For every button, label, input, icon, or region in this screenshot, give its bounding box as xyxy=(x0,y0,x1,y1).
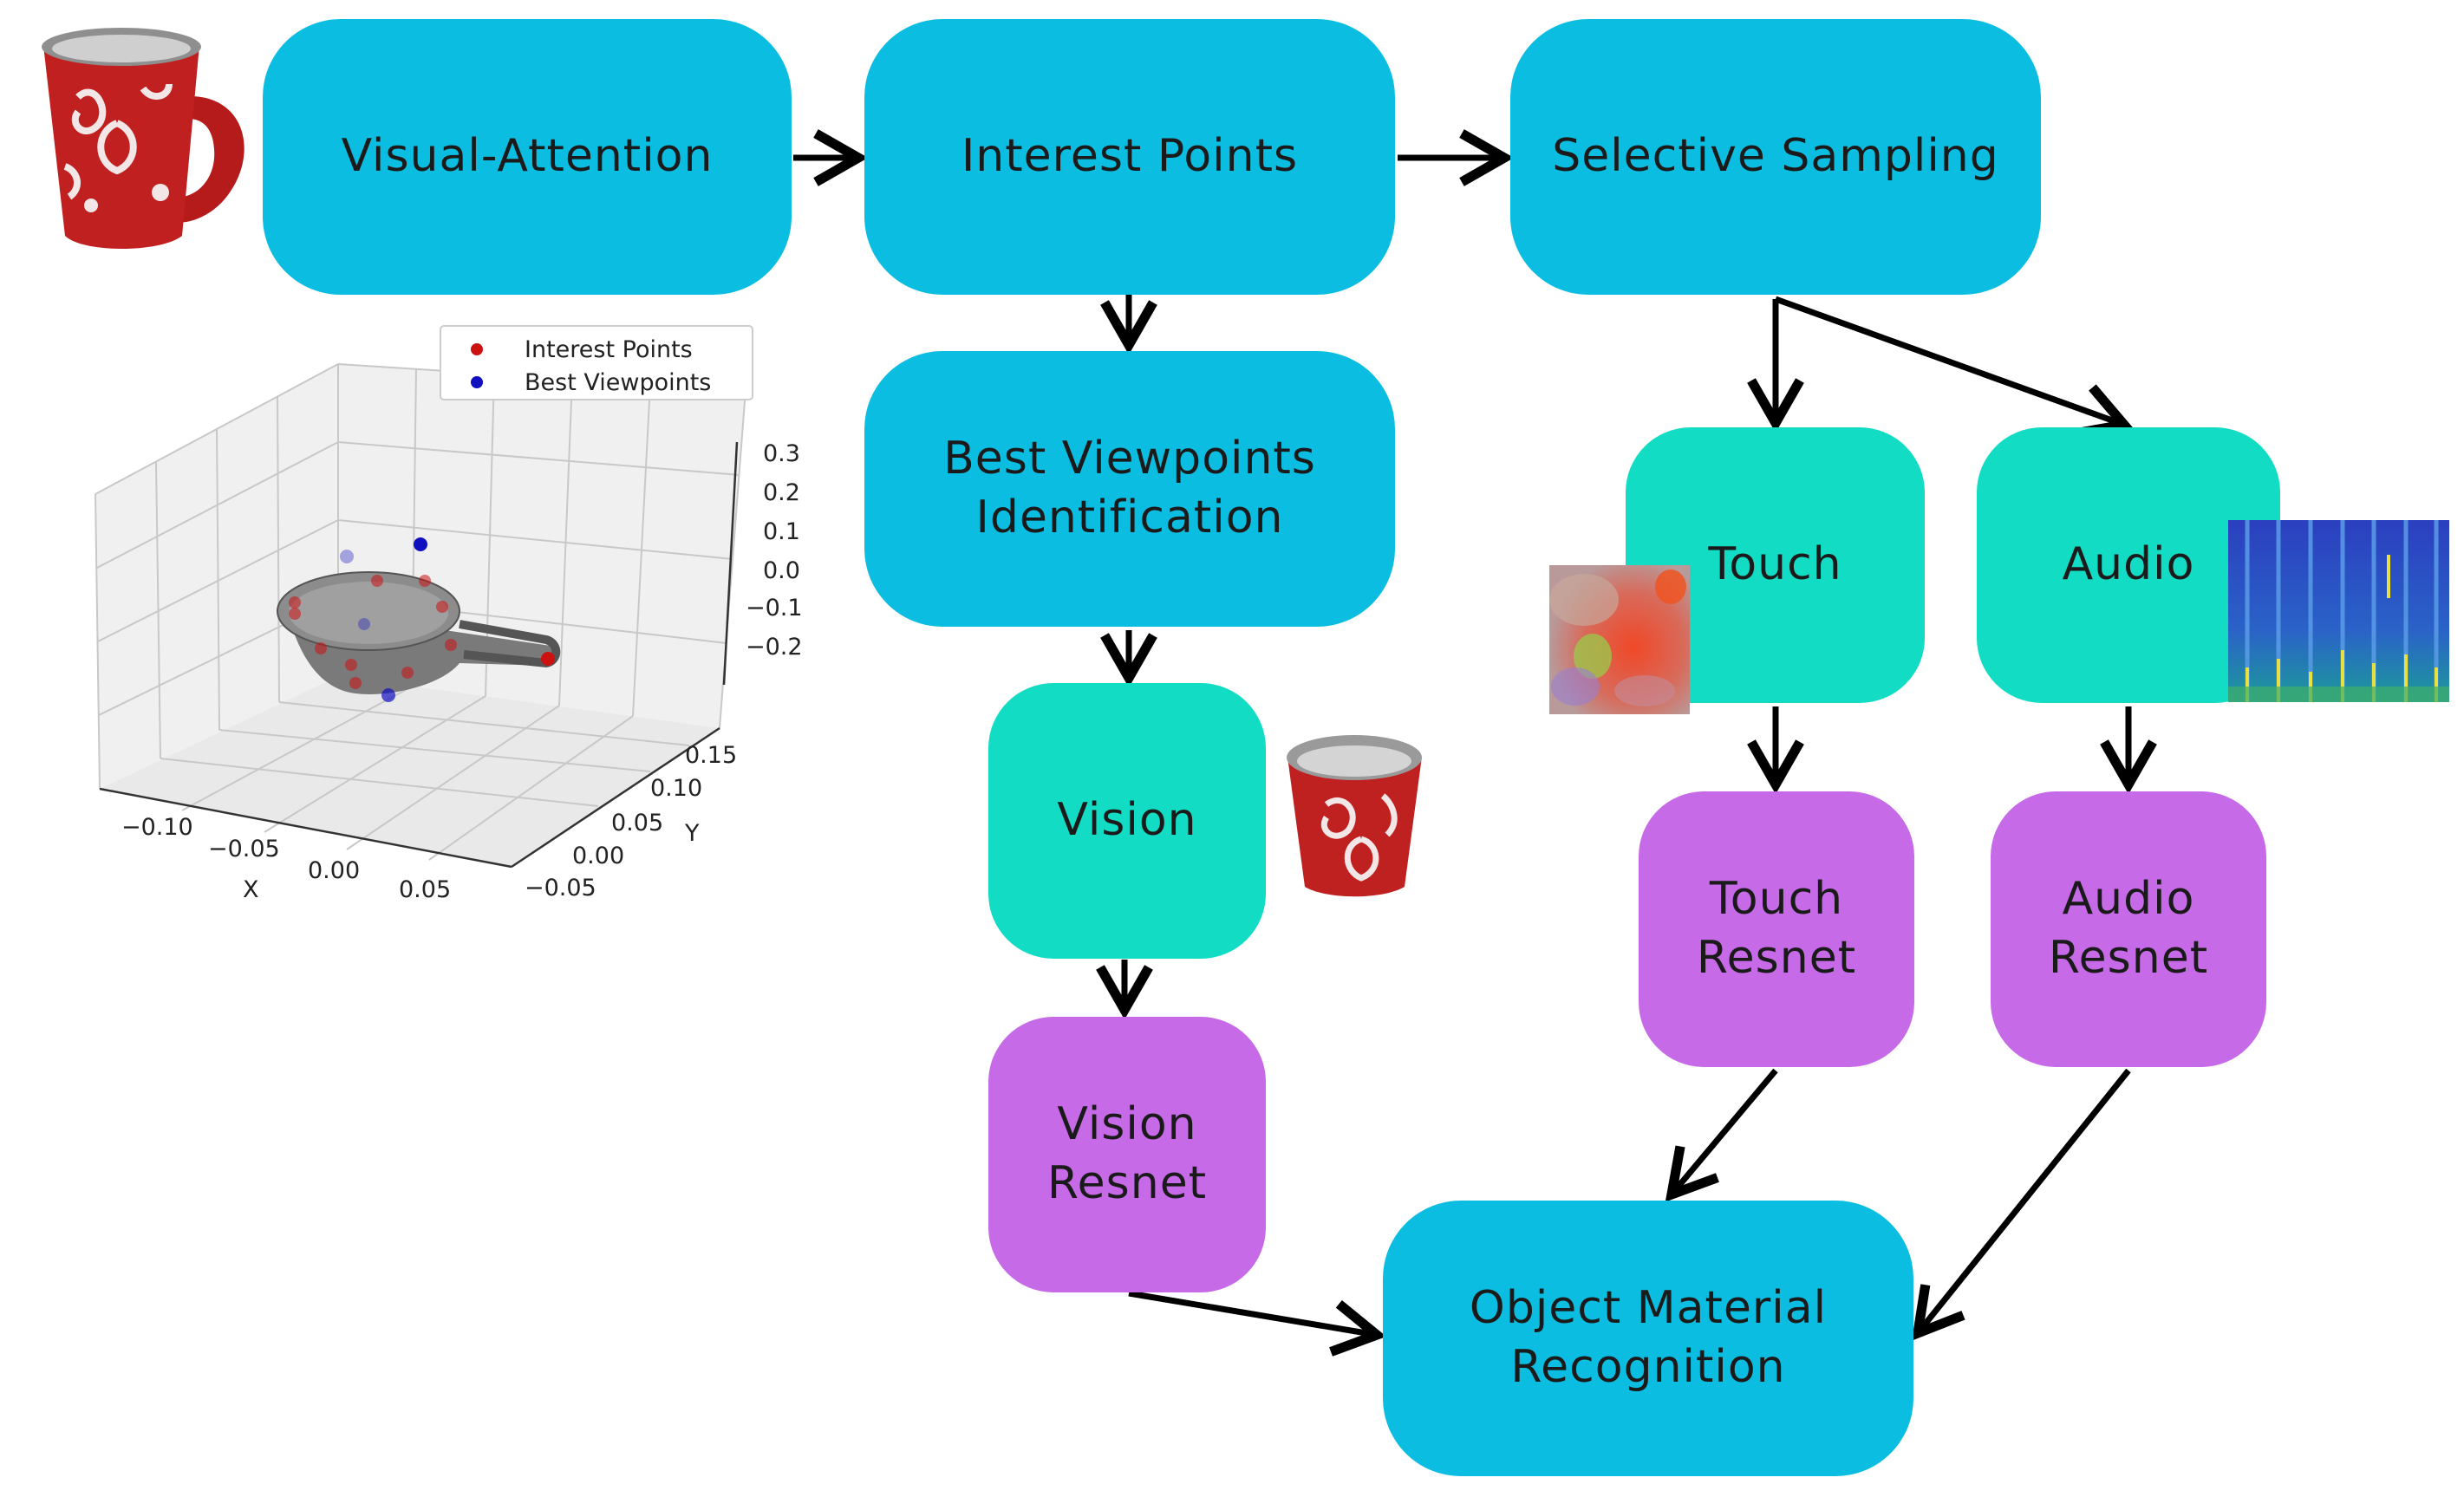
audio-resnet-node: Audio Resnet xyxy=(1991,791,2266,1067)
y-axis-ticks: 0.15 0.10 0.05 0.00 −0.05 Y xyxy=(525,742,737,901)
interest-points-series xyxy=(289,575,555,689)
interest-point xyxy=(315,642,327,654)
x-axis-ticks: −0.10 −0.05 0.00 0.05 X xyxy=(121,814,451,903)
vision-node: Vision xyxy=(988,683,1266,959)
vision-resnet-label: Vision Resnet xyxy=(1046,1098,1208,1209)
cup-mesh xyxy=(277,571,561,694)
selective-sampling-label: Selective Sampling xyxy=(1552,130,1999,183)
y-tick-label: 0.00 xyxy=(572,843,624,869)
z-tick-label: 0.1 xyxy=(763,518,800,545)
touch-label: Touch xyxy=(1708,538,1842,591)
z-tick-label: −0.1 xyxy=(746,595,803,622)
arrow-touchresnet-to-recognition xyxy=(1665,1068,1778,1202)
interest-point xyxy=(289,608,301,620)
arrow-visionresnet-to-recognition xyxy=(1128,1290,1387,1357)
cup-image xyxy=(1287,735,1422,897)
vision-resnet-node: Vision Resnet xyxy=(988,1017,1266,1292)
z-tick-label: 0.0 xyxy=(763,557,800,584)
interest-point xyxy=(419,575,431,587)
tactile-image xyxy=(1549,565,1690,714)
interest-point xyxy=(371,575,383,587)
object-material-label: Object Material Recognition xyxy=(1469,1282,1828,1393)
spectrogram-image xyxy=(2228,520,2449,702)
best-viewpoint xyxy=(381,688,395,702)
audio-resnet-label: Audio Resnet xyxy=(2048,873,2209,984)
best-viewpoints-series xyxy=(340,537,427,702)
selective-sampling-node: Selective Sampling xyxy=(1510,19,2041,295)
arrow-audioresnet-to-recognition xyxy=(1911,1068,2131,1341)
touch-resnet-label: Touch Resnet xyxy=(1696,873,1857,984)
z-tick-label: 0.2 xyxy=(763,479,800,506)
x-axis-label: X xyxy=(243,876,259,903)
object-material-node: Object Material Recognition xyxy=(1383,1201,1913,1476)
best-viewpoints-label: Best Viewpoints Identification xyxy=(943,433,1316,543)
touch-resnet-node: Touch Resnet xyxy=(1639,791,1914,1067)
interest-point xyxy=(445,639,457,651)
plot-back-pane xyxy=(95,364,746,789)
x-tick-label: 0.05 xyxy=(399,876,451,903)
interest-point xyxy=(436,601,448,613)
y-tick-label: −0.05 xyxy=(525,875,596,901)
arrow-sampling-to-audio xyxy=(1774,296,2134,439)
legend-best-viewpoints: Best Viewpoints xyxy=(525,369,711,396)
y-tick-label: 0.15 xyxy=(685,742,737,769)
visual-attention-node: Visual-Attention xyxy=(263,19,792,295)
interest-point xyxy=(345,659,357,671)
best-viewpoints-node: Best Viewpoints Identification xyxy=(864,351,1395,627)
best-viewpoint xyxy=(358,618,370,630)
x-tick-label: 0.00 xyxy=(308,857,360,884)
z-tick-label: 0.3 xyxy=(763,440,800,467)
interest-point xyxy=(349,677,362,689)
interest-point xyxy=(541,652,555,666)
visual-attention-label: Visual-Attention xyxy=(341,130,714,183)
z-axis-ticks: 0.3 0.2 0.1 0.0 −0.1 −0.2 xyxy=(746,440,803,661)
y-tick-label: 0.05 xyxy=(611,810,663,836)
legend-marker-viewpoint xyxy=(471,376,483,388)
legend-marker-interest xyxy=(471,343,483,355)
interest-points-node: Interest Points xyxy=(864,19,1395,295)
interest-points-label: Interest Points xyxy=(961,130,1299,183)
x-tick-label: −0.10 xyxy=(121,814,193,841)
plot-floor-pane xyxy=(100,676,720,867)
interest-points-3d-plot: 0.3 0.2 0.1 0.0 −0.1 −0.2 −0.10 −0.05 0.… xyxy=(95,325,803,903)
vision-label: Vision xyxy=(1057,794,1197,847)
interest-point xyxy=(289,596,301,609)
plot-legend: Interest Points Best Viewpoints xyxy=(440,325,753,400)
legend-interest-points: Interest Points xyxy=(525,336,693,363)
mug-image xyxy=(42,28,244,249)
audio-label: Audio xyxy=(2062,538,2195,591)
y-axis-label: Y xyxy=(684,820,700,847)
best-viewpoint xyxy=(414,537,427,551)
best-viewpoint xyxy=(340,550,354,563)
z-tick-label: −0.2 xyxy=(746,634,803,661)
x-tick-label: −0.05 xyxy=(208,836,280,862)
y-tick-label: 0.10 xyxy=(650,775,702,802)
interest-point xyxy=(401,667,414,679)
